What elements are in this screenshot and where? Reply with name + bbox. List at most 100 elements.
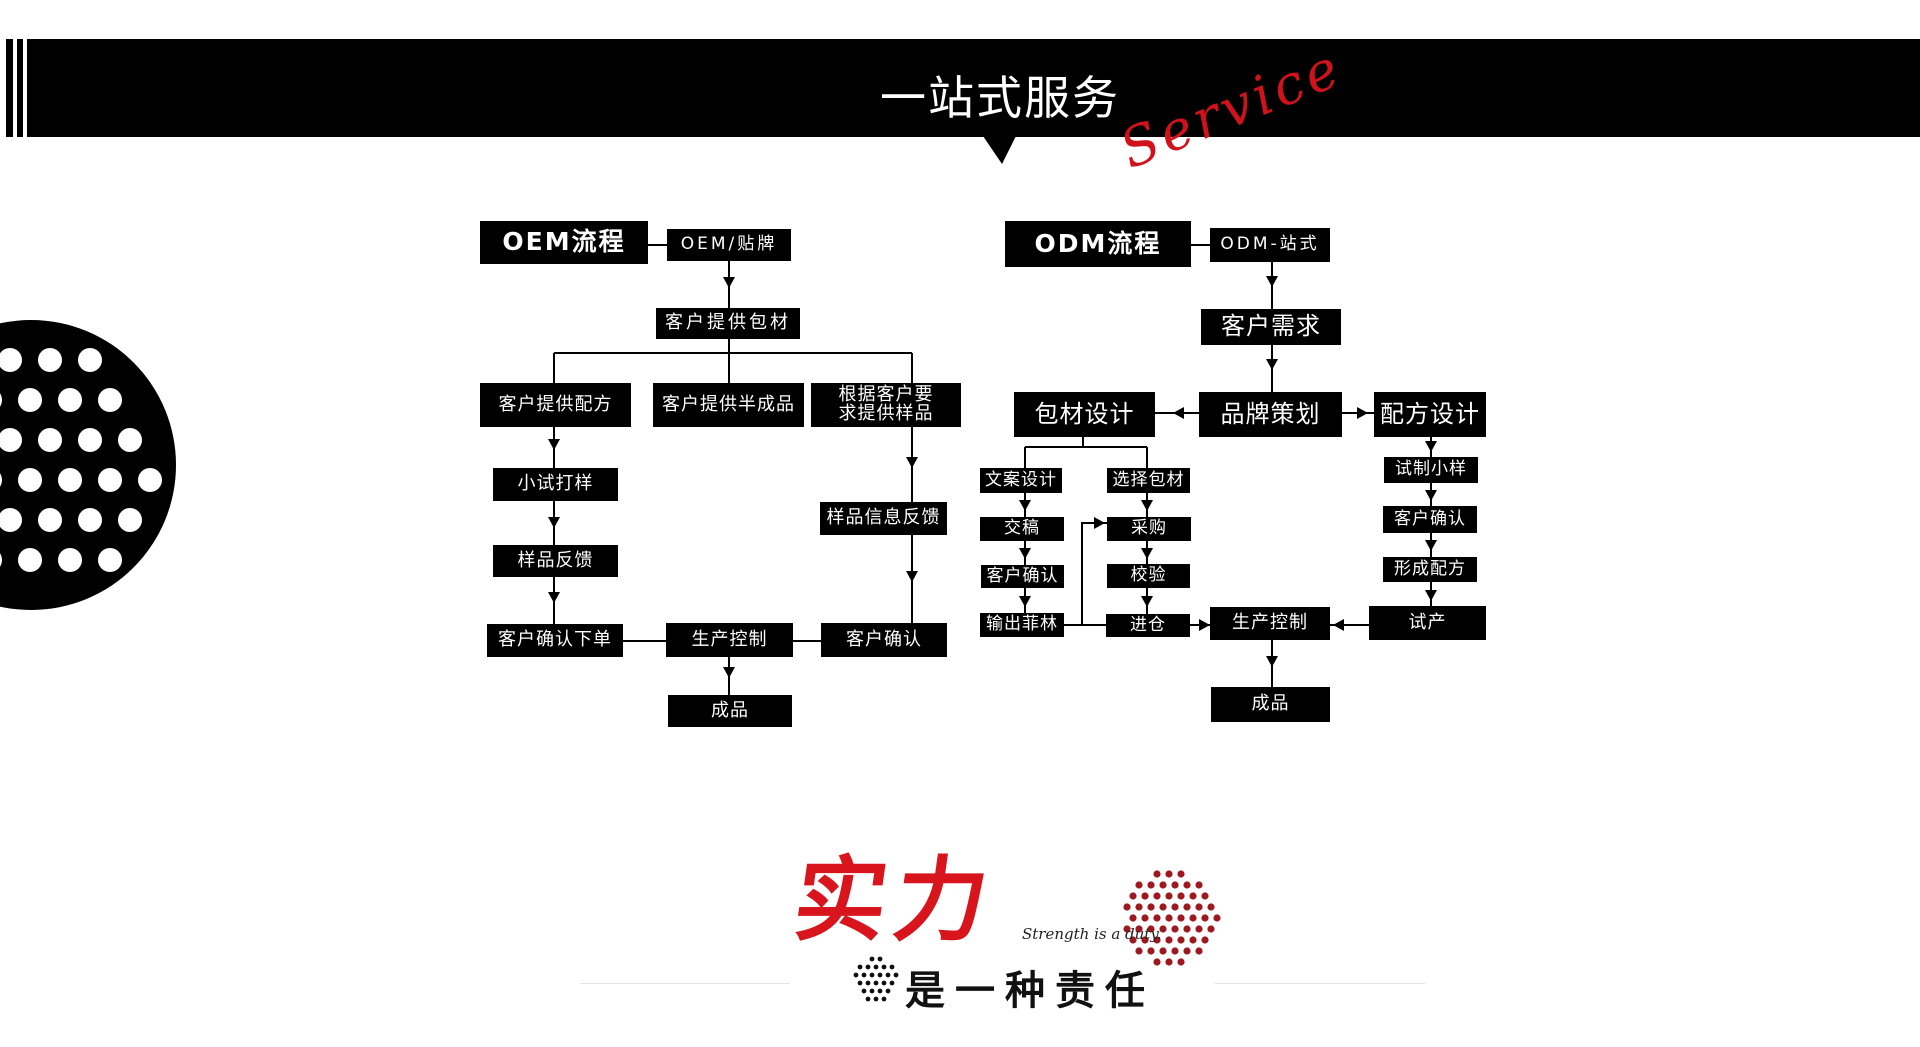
oem-production-control: 生产控制 (666, 623, 793, 657)
white-dot (58, 548, 82, 572)
white-dot (18, 468, 42, 492)
white-dot (118, 508, 142, 532)
page-title: 一站式服务 (880, 71, 1120, 125)
red-dot (1153, 914, 1161, 922)
arrow-down-icon (1425, 490, 1437, 501)
red-dot (1141, 892, 1149, 900)
red-dot (1171, 881, 1179, 889)
red-dot (1213, 914, 1221, 922)
black-dot (877, 956, 883, 962)
arrow-down-icon (1019, 596, 1031, 607)
arrow-down-icon (1425, 540, 1437, 551)
odm-select-packaging: 选择包材 (1107, 468, 1190, 493)
red-dot (1135, 947, 1143, 955)
red-dot (1129, 936, 1137, 944)
odm-start: ODM-站式 (1210, 228, 1330, 262)
arrow-right-icon (1357, 407, 1368, 419)
odm-trial-sample: 试制小样 (1384, 457, 1478, 483)
slogan-english: Strength is a duty. (1022, 925, 1162, 943)
oem-title: OEM流程 (480, 221, 648, 264)
odm-output-film: 输出菲林 (980, 613, 1064, 637)
red-dot (1171, 925, 1179, 933)
black-dot (861, 988, 867, 994)
arrow-down-icon (1141, 548, 1153, 559)
oem-branch-semi-finished: 客户提供半成品 (653, 383, 804, 427)
black-dot (881, 980, 887, 986)
arrow-right-icon (1094, 517, 1105, 529)
red-dot (1135, 903, 1143, 911)
black-dot (881, 996, 887, 1002)
white-dot (38, 348, 62, 372)
black-dot (873, 996, 879, 1002)
red-dot (1159, 947, 1167, 955)
white-dot (0, 473, 2, 487)
oem-step-customer-packaging: 客户提供包材 (656, 308, 800, 339)
odm-form-formula: 形成配方 (1383, 557, 1477, 582)
white-dot (0, 428, 22, 452)
black-dot (893, 972, 899, 978)
oem-customer-confirm: 客户确认 (821, 623, 947, 657)
black-dot (869, 956, 875, 962)
red-dot (1153, 870, 1161, 878)
white-dot (18, 388, 42, 412)
black-dots-decoration (853, 956, 899, 1002)
black-dot (865, 980, 871, 986)
odm-customer-confirm-right: 客户确认 (1383, 506, 1477, 533)
oem-start: OEM/贴牌 (667, 229, 791, 261)
odm-production-control: 生产控制 (1210, 607, 1330, 640)
arrow-down-icon (1425, 590, 1437, 601)
arrow-left-icon (1333, 619, 1344, 631)
red-dot (1129, 914, 1137, 922)
white-dot (18, 548, 42, 572)
red-dot (1177, 892, 1185, 900)
white-dot (38, 428, 62, 452)
red-dot (1183, 903, 1191, 911)
red-dot (1201, 936, 1209, 944)
red-dot (1177, 914, 1185, 922)
divider-line (1215, 983, 1425, 984)
black-dot (853, 972, 859, 978)
divider-line (580, 983, 790, 984)
black-dot (877, 972, 883, 978)
black-dot (869, 988, 875, 994)
arrow-down-icon (1141, 596, 1153, 607)
odm-copy-design: 文案设计 (980, 468, 1062, 493)
arrow-down-icon (723, 277, 735, 288)
arrow-down-icon (548, 592, 560, 603)
red-dot (1129, 892, 1137, 900)
odm-warehouse: 进仓 (1106, 614, 1190, 637)
odm-trial-production: 试产 (1369, 606, 1486, 640)
slogan-sub: 是一种责任 (905, 967, 1155, 1014)
red-dot (1141, 914, 1149, 922)
red-dot (1123, 903, 1131, 911)
red-dot (1153, 936, 1161, 944)
oem-trial-sample: 小试打样 (493, 468, 618, 501)
arrow-down-icon (906, 457, 918, 468)
black-dot (885, 988, 891, 994)
white-dot (98, 548, 122, 572)
oem-sample-info-feedback: 样品信息反馈 (820, 502, 947, 535)
odm-submit-draft: 交稿 (980, 517, 1064, 541)
black-dot (877, 988, 883, 994)
red-dot (1177, 870, 1185, 878)
connector-line (1081, 522, 1107, 625)
header-stripe (17, 39, 23, 137)
red-dot (1165, 914, 1173, 922)
white-dot (138, 468, 162, 492)
red-dot (1177, 958, 1185, 966)
arrow-down-icon (906, 571, 918, 582)
red-dot (1153, 892, 1161, 900)
arrow-down-icon (548, 517, 560, 528)
red-dot (1201, 914, 1209, 922)
black-dot (881, 964, 887, 970)
red-dot (1147, 881, 1155, 889)
white-dot (98, 388, 122, 412)
arrow-down-icon (1266, 359, 1278, 370)
arrow-down-icon (1266, 276, 1278, 287)
red-dot (1195, 881, 1203, 889)
odm-customer-confirm-left: 客户确认 (981, 565, 1064, 588)
red-dot (1147, 925, 1155, 933)
red-dots-decoration (1123, 870, 1221, 966)
red-dot (1135, 881, 1143, 889)
red-dot (1183, 881, 1191, 889)
